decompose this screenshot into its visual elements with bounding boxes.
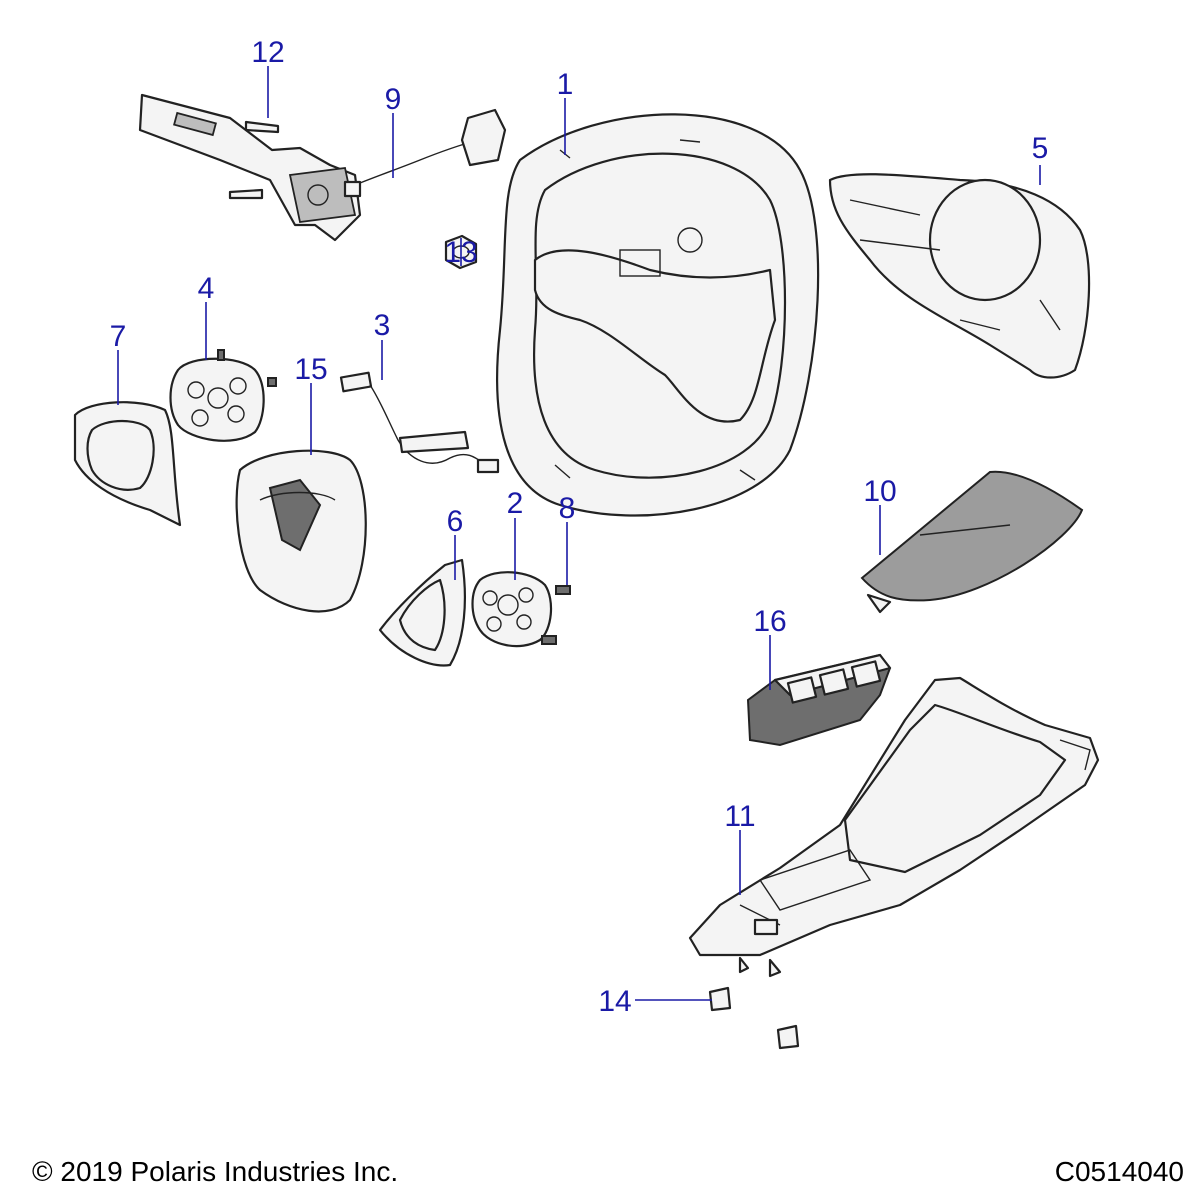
console-switch-bank <box>746 653 892 747</box>
callout-2: 2 <box>507 487 524 520</box>
callout-9: 9 <box>385 83 402 116</box>
callout-labels: 1 2 3 4 5 6 7 8 9 10 11 12 13 14 15 16 <box>110 36 1049 1018</box>
callout-4: 4 <box>198 272 215 305</box>
center-console <box>688 676 1100 957</box>
wheel-rear-shroud <box>828 173 1091 379</box>
right-switch-pad <box>471 571 553 648</box>
callout-14: 14 <box>598 985 631 1018</box>
steering-wheel <box>496 113 820 517</box>
mesh-grille-plate <box>860 470 1084 614</box>
callout-13: 13 <box>444 236 477 269</box>
wiring-harness <box>339 371 500 474</box>
left-switch-pad <box>169 349 277 442</box>
console-clips <box>708 956 800 1050</box>
callout-16: 16 <box>753 605 786 638</box>
copyright-text: © 2019 Polaris Industries Inc. <box>32 1156 399 1187</box>
diagram-id: C0514040 <box>1054 1156 1184 1187</box>
callout-3: 3 <box>374 309 391 342</box>
callout-1: 1 <box>557 68 574 101</box>
leader-lines <box>117 66 1041 1001</box>
callout-6: 6 <box>447 505 464 538</box>
left-switch-bezel <box>73 401 182 527</box>
airbag-horn-pad <box>235 449 367 613</box>
callout-12: 12 <box>251 36 284 69</box>
callout-11: 11 <box>724 800 755 833</box>
switch-screws <box>541 585 571 645</box>
column-switch-assembly <box>138 93 507 242</box>
callout-15: 15 <box>294 353 327 386</box>
callout-8: 8 <box>559 492 576 525</box>
callout-7: 7 <box>110 320 127 353</box>
right-switch-bezel <box>378 558 466 667</box>
callout-10: 10 <box>863 475 896 508</box>
callout-5: 5 <box>1032 132 1049 165</box>
